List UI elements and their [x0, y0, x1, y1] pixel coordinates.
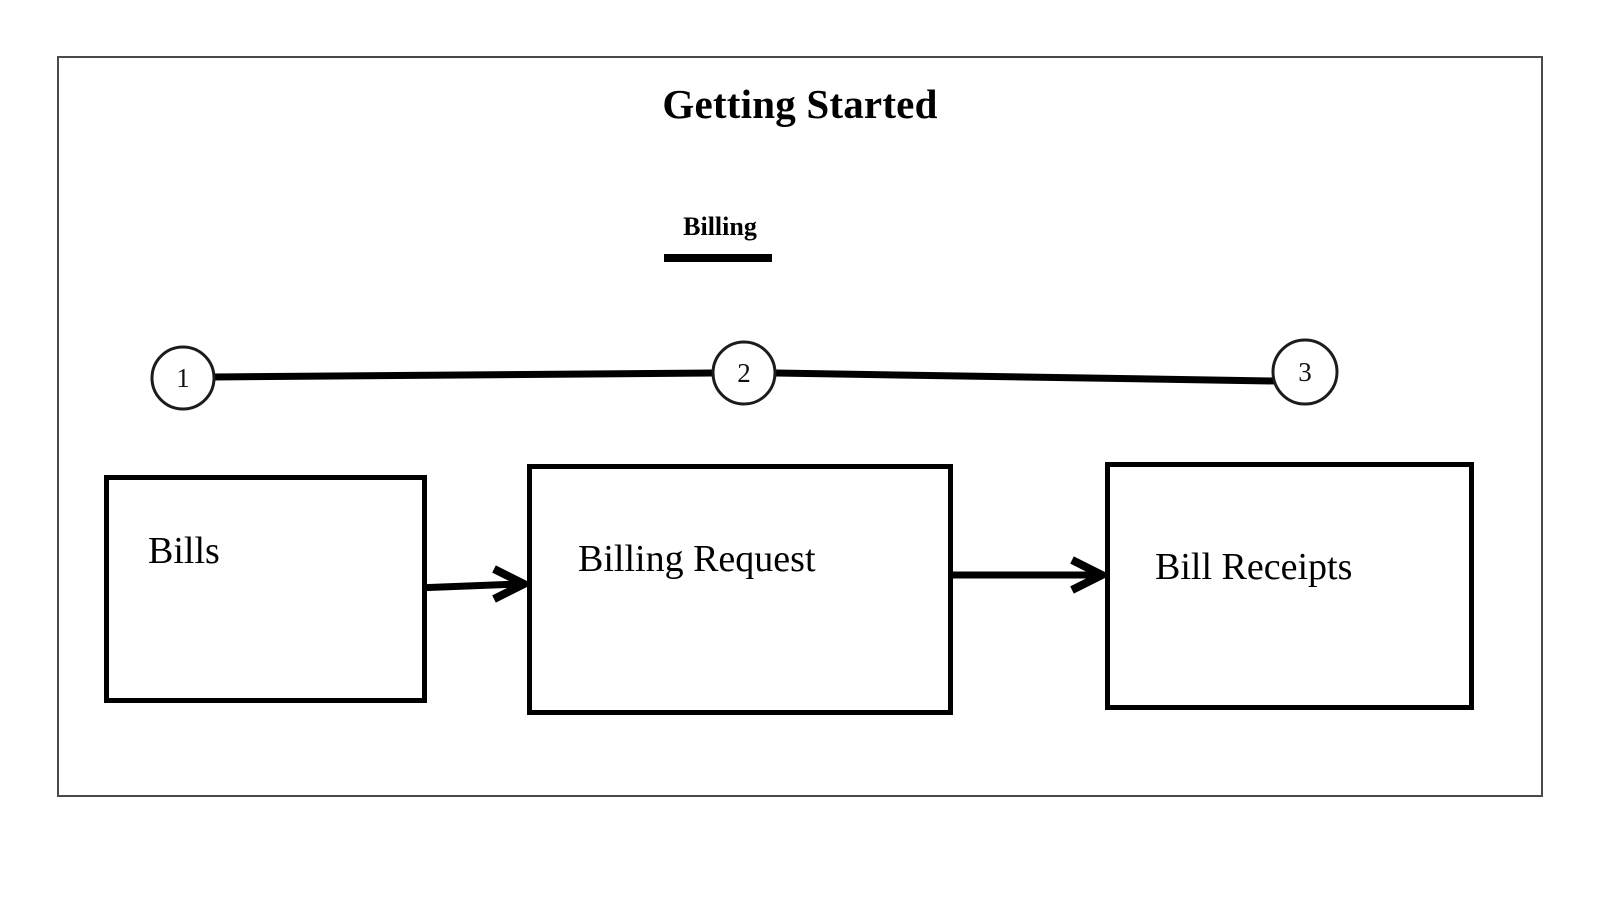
process-box-bills[interactable]	[104, 475, 427, 703]
timeline-step-number-2: 2	[737, 358, 751, 388]
process-box-billing-request-label: Billing Request	[578, 538, 816, 580]
process-box-billing-request[interactable]	[527, 464, 953, 715]
page-title: Getting Started	[662, 81, 938, 127]
process-box-bill-receipts-label: Bill Receipts	[1155, 546, 1353, 588]
process-box-bill-receipts[interactable]	[1105, 462, 1474, 710]
section-heading-billing: Billing	[683, 212, 757, 241]
timeline-step-number-3: 3	[1298, 357, 1312, 387]
process-box-bills-label: Bills	[148, 530, 220, 572]
timeline-step-number-1: 1	[176, 363, 190, 393]
section-heading-underline	[664, 254, 772, 262]
